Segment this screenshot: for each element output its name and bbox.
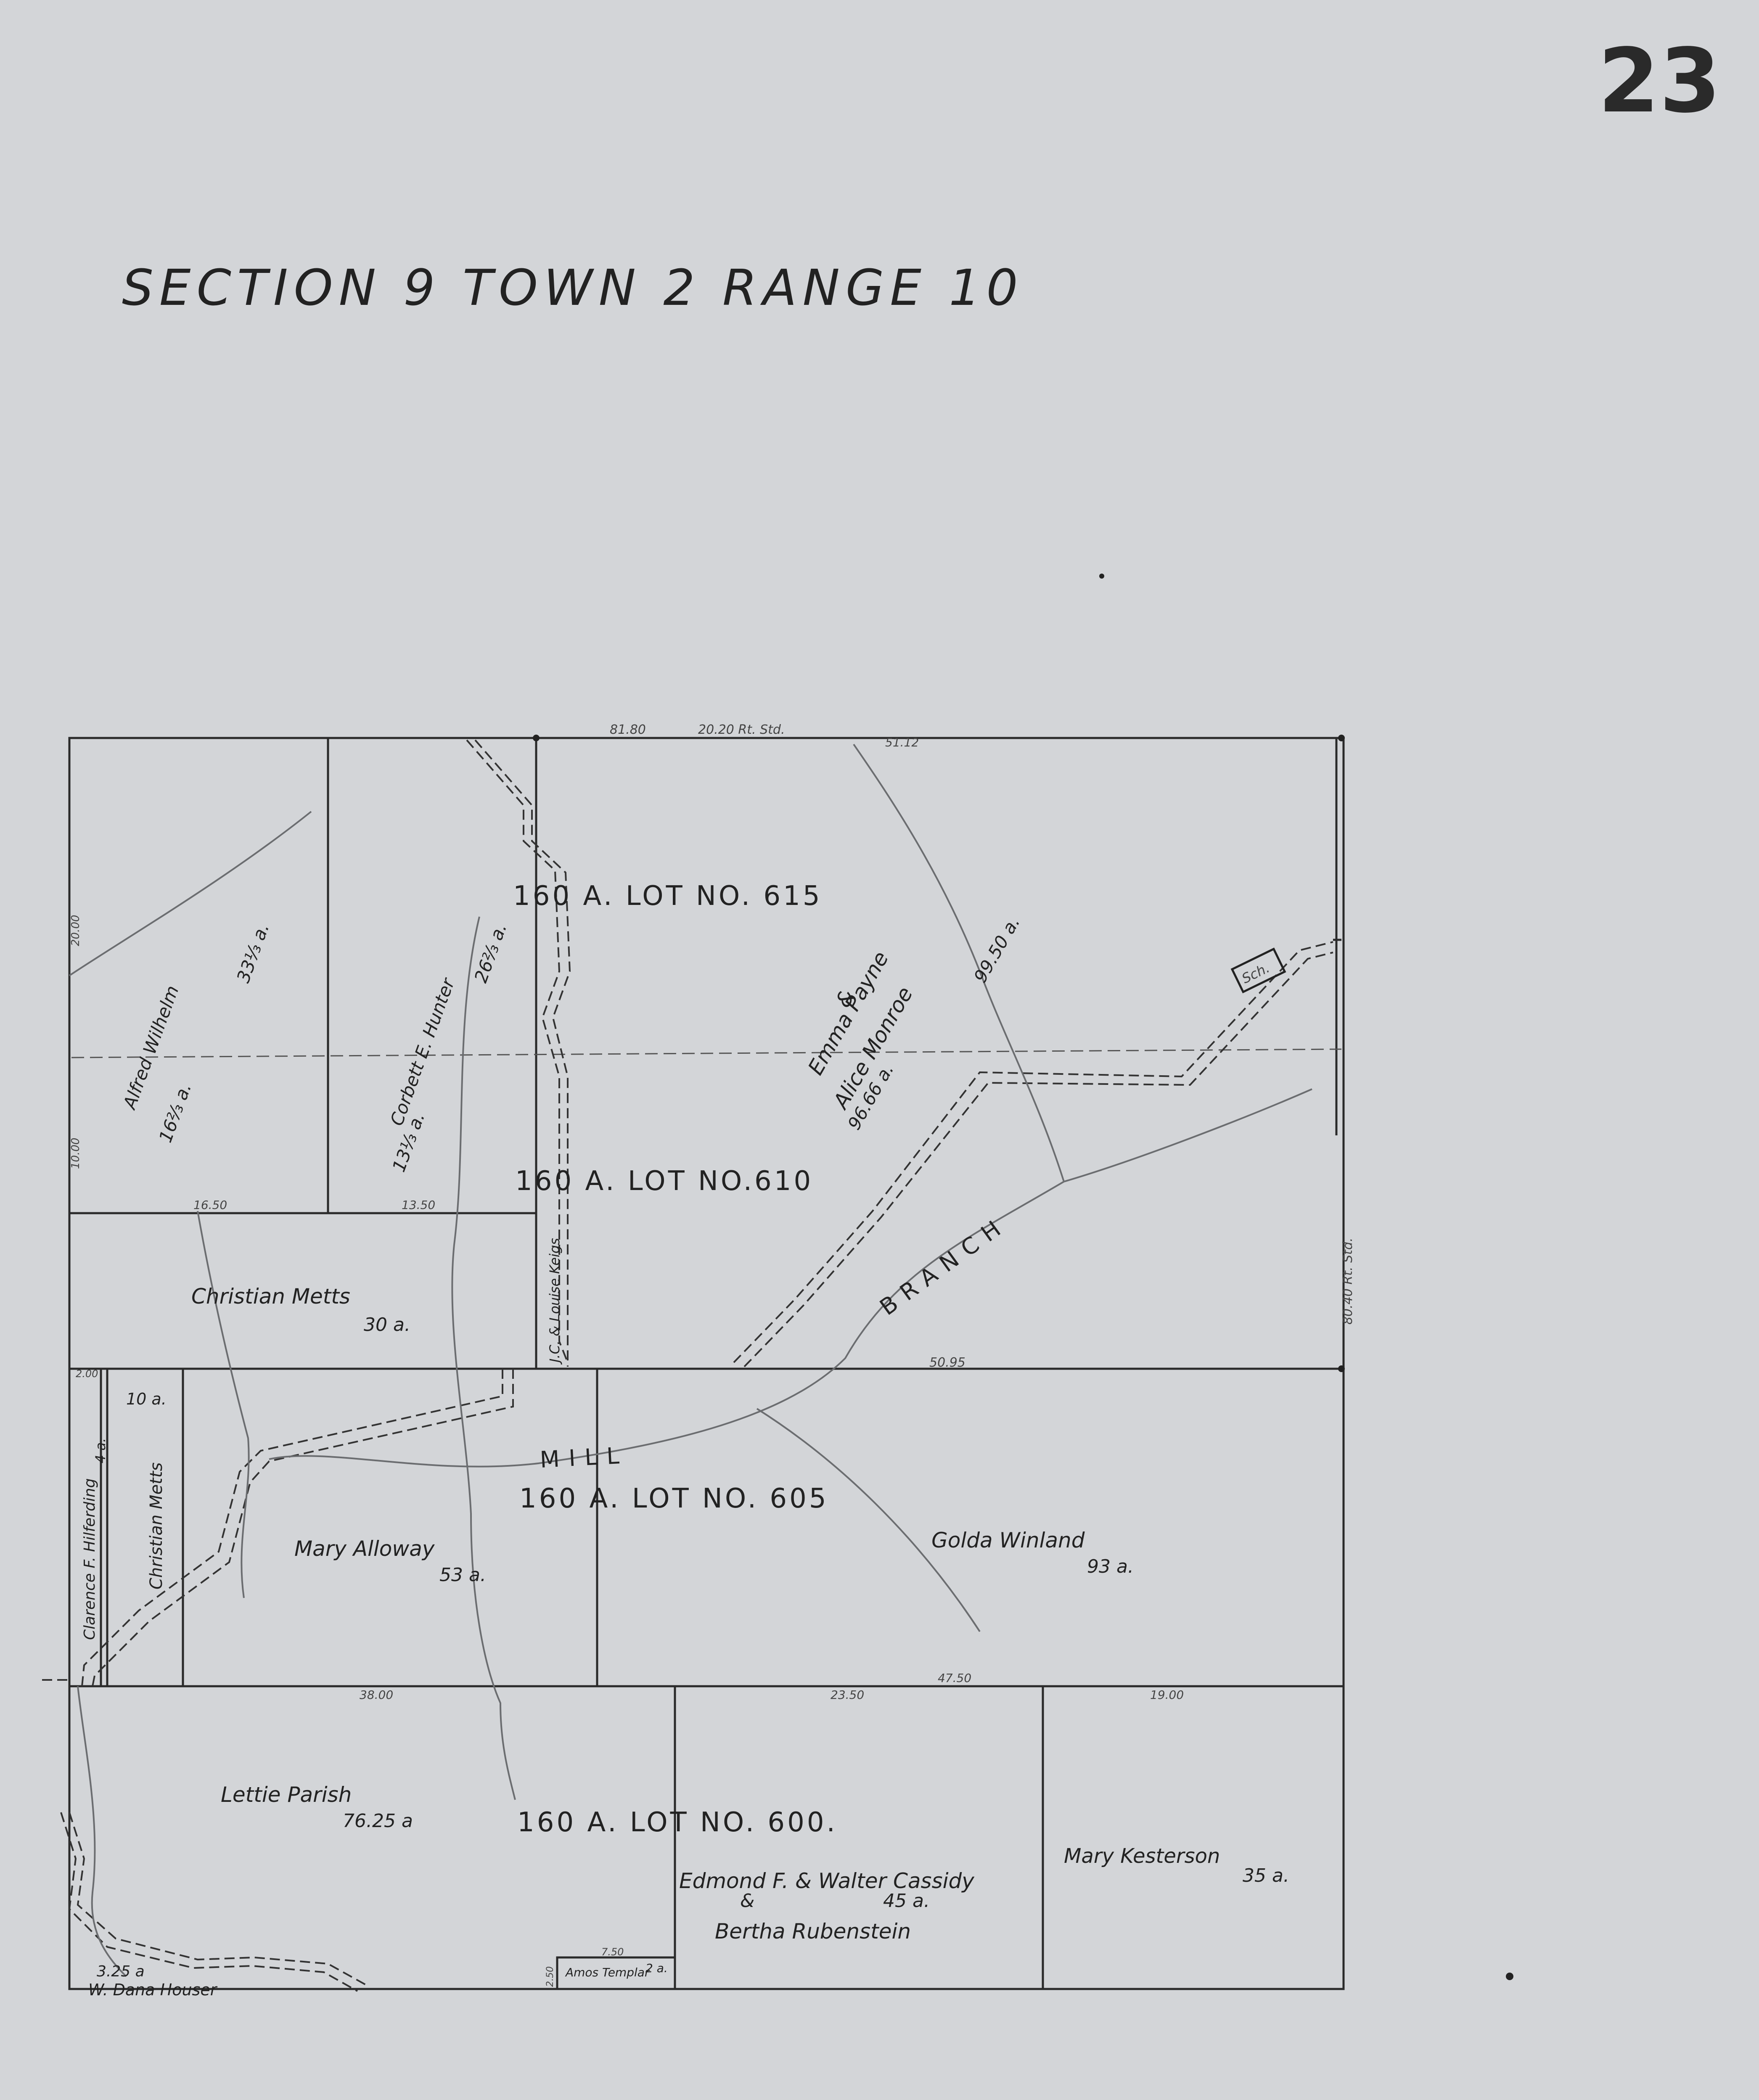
owner-name: Lettie Parish bbox=[221, 1783, 352, 1807]
school-marker: Sch. bbox=[1230, 947, 1286, 994]
pin bbox=[533, 735, 540, 741]
measure-left-1: 20.00 bbox=[69, 915, 82, 946]
creek-west-lower bbox=[197, 1211, 250, 1598]
creeks bbox=[69, 743, 1312, 1977]
owner-clarence-hilferding: Clarence F. Hilferding 4 a. bbox=[81, 1438, 108, 1640]
road-west-a bbox=[81, 1369, 503, 1687]
owner-lettie-parish: Lettie Parish 76.25 a bbox=[221, 1783, 413, 1832]
owner-name: Christian Metts bbox=[147, 1463, 166, 1590]
map-title: SECTION 9 TOWN 2 RANGE 10 bbox=[122, 259, 1024, 317]
owner-area: 76.25 a bbox=[343, 1810, 413, 1832]
owner-area: 3.25 a bbox=[97, 1963, 145, 1980]
lot-600-label: 160 A. LOT NO. 600. bbox=[517, 1807, 838, 1838]
owner-golda-winland: Golda Winland 93 a. bbox=[931, 1528, 1134, 1577]
owner-area: 45 a. bbox=[883, 1890, 930, 1912]
owner-amp: & bbox=[740, 1890, 754, 1912]
road-north-b bbox=[474, 739, 571, 1367]
creek-label-branch: BRANCH bbox=[875, 1210, 1013, 1321]
owner-name: Amos Templar bbox=[565, 1965, 650, 1979]
parcel-lines bbox=[68, 737, 1345, 1990]
measure-left-2: 10.00 bbox=[69, 1138, 82, 1169]
owner-area: 10 a. bbox=[126, 1390, 167, 1408]
owner-area: 30 a. bbox=[364, 1314, 410, 1336]
pin bbox=[1506, 1973, 1513, 1980]
measure-top-1: 81.80 bbox=[610, 722, 646, 737]
owner-area: 99.50 a. bbox=[970, 913, 1024, 986]
road-southwest-b bbox=[69, 1812, 366, 1986]
pin bbox=[1099, 574, 1104, 579]
owner-name: W. Dana Houser bbox=[88, 1981, 218, 1999]
owner-area: 16⅔ a. bbox=[155, 1080, 195, 1145]
page-number: 23 bbox=[1598, 29, 1721, 132]
owner-mary-alloway: Mary Alloway 53 a. bbox=[294, 1537, 486, 1586]
measurements: 81.80 20.20 Rt. Std. 51.12 80.40 Rt. Std… bbox=[69, 722, 1355, 1987]
road-diagonal-b bbox=[743, 952, 1333, 1367]
measure-bot-1: 38.00 bbox=[360, 1688, 393, 1702]
creek-label-mill: MILL bbox=[539, 1442, 629, 1473]
creek-west-tributary bbox=[451, 916, 516, 1800]
pin bbox=[1338, 1365, 1345, 1372]
measure-bot-4: 19.00 bbox=[1150, 1688, 1184, 1702]
pin bbox=[1338, 735, 1345, 741]
creek-south-east bbox=[756, 1408, 981, 1632]
owner-name: Edmond F. & Walter Cassidy bbox=[679, 1869, 975, 1893]
owner-area: 2 a. bbox=[645, 1961, 668, 1975]
lot-605-label: 160 A. LOT NO. 605 bbox=[519, 1483, 829, 1514]
measure-top-3: 51.12 bbox=[885, 735, 919, 749]
creek-south-west bbox=[77, 1686, 127, 1977]
mill-branch-creek bbox=[269, 1088, 1312, 1468]
owner-jc-louise: J.C. & Louise Keigs bbox=[547, 1238, 563, 1365]
owner-christian-metts: Christian Metts 30 a. bbox=[191, 1284, 410, 1336]
school-box bbox=[1230, 947, 1286, 994]
owner-christian-metts-2: Christian Metts 10 a. bbox=[126, 1390, 167, 1590]
measure-amos-1: 7.50 bbox=[601, 1946, 624, 1958]
lot-615-label: 160 A. LOT NO. 615 bbox=[513, 881, 823, 912]
lot-610-label: 160 A. LOT NO.610 bbox=[515, 1166, 813, 1197]
owner-area: 4 a. bbox=[93, 1438, 108, 1463]
owner-corbett-hunter: Corbett E. Hunter 26⅔ a. 13⅓ a. bbox=[386, 920, 511, 1175]
measure-lot610-2: 13.50 bbox=[402, 1198, 435, 1212]
owner-dana-houser: 3.25 a W. Dana Houser bbox=[88, 1963, 218, 1999]
owner-alfred-wilhelm: Alfred Wilhelm 33⅓ a. 16⅔ a. bbox=[119, 920, 273, 1145]
measure-top-2: 20.20 Rt. Std. bbox=[698, 722, 785, 737]
owner-name: Christian Metts bbox=[191, 1284, 350, 1309]
owner-mary-kesterson: Mary Kesterson 35 a. bbox=[1064, 1844, 1289, 1886]
road-diagonal-a bbox=[733, 941, 1333, 1363]
owner-area: 53 a. bbox=[439, 1564, 486, 1586]
measure-small-1: 2.00 bbox=[76, 1368, 98, 1380]
section-boundary bbox=[68, 737, 1345, 1990]
owner-area: 33⅓ a. bbox=[233, 920, 273, 986]
owner-area: 35 a. bbox=[1243, 1865, 1289, 1886]
amos-templar-parcel bbox=[556, 1956, 676, 1990]
owner-name: Mary Kesterson bbox=[1064, 1844, 1220, 1868]
survey-pins bbox=[533, 574, 1513, 1980]
measure-bot-2: 23.50 bbox=[831, 1688, 864, 1702]
owner-name: Mary Alloway bbox=[294, 1537, 435, 1561]
owner-area: 93 a. bbox=[1087, 1556, 1134, 1577]
owner-name: Clarence F. Hilferding bbox=[81, 1478, 98, 1640]
owner-cassidy: Edmond F. & Walter Cassidy & 45 a. Berth… bbox=[679, 1869, 975, 1944]
creek-north-tributary bbox=[853, 743, 1065, 1182]
owner-amos-templar: Amos Templar 2 a. bbox=[565, 1961, 668, 1979]
measure-lot610-1: 16.50 bbox=[193, 1198, 227, 1212]
road-north-a bbox=[466, 739, 569, 1363]
measure-bot-3: 47.50 bbox=[938, 1671, 971, 1685]
owner-emma-payne: Emma Payne & Alice Monroe 99.50 a. 96.66… bbox=[803, 913, 1024, 1133]
owner-name: Corbett E. Hunter bbox=[386, 975, 459, 1129]
owner-name-2: Bertha Rubenstein bbox=[715, 1919, 911, 1944]
measure-amos-2: 2.50 bbox=[545, 1966, 555, 1987]
measure-mid-right: 50.95 bbox=[929, 1355, 965, 1370]
owner-name: Golda Winland bbox=[931, 1528, 1085, 1553]
measure-right-side: 80.40 Rt. Std. bbox=[1341, 1238, 1355, 1325]
roads bbox=[42, 739, 1333, 1992]
quarter-line bbox=[71, 1048, 1342, 1058]
creek-far-west bbox=[69, 811, 312, 976]
road-southwest-a bbox=[60, 1812, 358, 1992]
road-west-b bbox=[92, 1369, 514, 1687]
